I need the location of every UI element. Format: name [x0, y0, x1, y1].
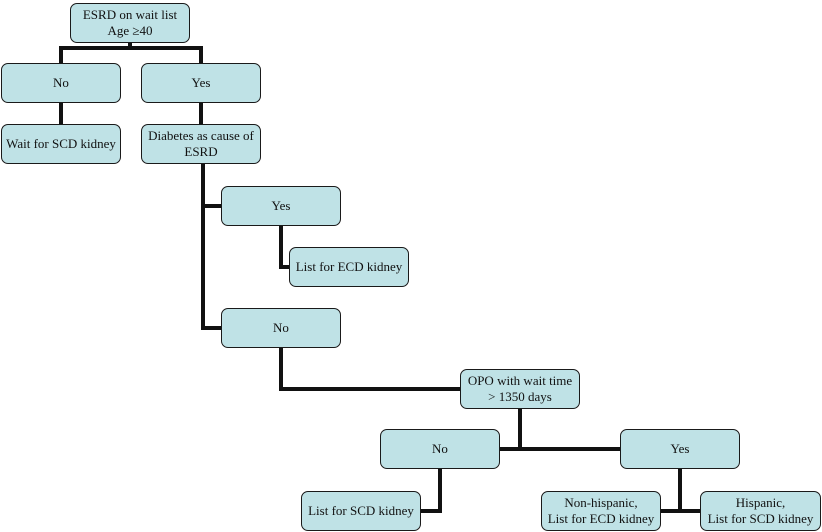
node-opo-wait-time: OPO with wait time > 1350 days [460, 369, 580, 409]
edge-opo-to-no [498, 407, 522, 451]
node-diabetes-yes: Yes [221, 186, 341, 226]
edge-diabetes-to-yes [201, 162, 223, 208]
node-hispanic: Hispanic, List for SCD kidney [700, 491, 821, 531]
node-root: ESRD on wait list Age ≥40 [70, 3, 190, 43]
node-list-ecd-kidney: List for ECD kidney [289, 247, 409, 287]
node-age-yes: Yes [141, 63, 261, 103]
edge-diabetes-no-to-opo [279, 346, 462, 391]
node-non-hispanic: Non-hispanic, List for ECD kidney [541, 491, 661, 531]
edge-diabetes-to-no [201, 204, 223, 330]
node-opo-no: No [380, 429, 500, 469]
node-diabetes-cause: Diabetes as cause of ESRD [141, 124, 261, 164]
node-list-scd-kidney: List for SCD kidney [301, 491, 421, 531]
edge-root-to-age-yes [128, 46, 203, 65]
node-wait-scd-kidney: Wait for SCD kidney [1, 124, 121, 164]
node-diabetes-no: No [221, 308, 341, 348]
node-age-no: No [1, 63, 121, 103]
edge-diabetes-yes-to-ecd [279, 224, 291, 269]
edge-opo-no-to-scd [419, 467, 442, 513]
edge-root-to-age [59, 40, 132, 65]
node-opo-yes: Yes [620, 429, 740, 469]
